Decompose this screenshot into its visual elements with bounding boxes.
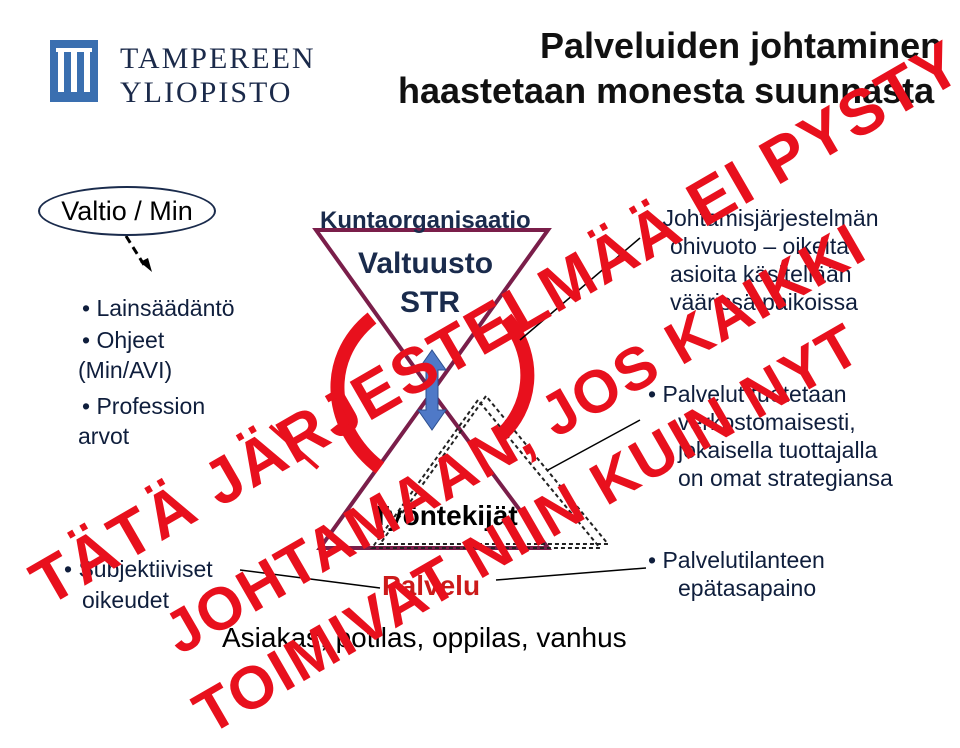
connector-line-4 xyxy=(239,569,381,589)
logo-text-line1: TAMPEREEN xyxy=(120,42,316,75)
university-logo-icon xyxy=(50,40,98,102)
dotted-triangle-1 xyxy=(370,398,603,549)
board-label: STR xyxy=(400,286,460,319)
blue-double-arrow xyxy=(417,349,447,431)
red-curved-arrow-right xyxy=(495,313,535,442)
red-curved-arrow-left xyxy=(330,312,385,474)
dotted-triangle-2 xyxy=(378,394,611,545)
left-bullet-2: • Ohjeet xyxy=(82,327,165,353)
right-bullet-2: • Palvelut tuotetaan verkostomaisesti, j… xyxy=(648,381,893,491)
slide-title-line1: Palveluiden johtaminen xyxy=(540,25,943,66)
left-bullet-bottom: • Subjektiiviset xyxy=(64,556,213,582)
connector-line-1 xyxy=(519,237,641,341)
red-pointer-line xyxy=(268,424,320,470)
workers-label: Työntekijät xyxy=(372,500,518,531)
left-bullet-1: • Lainsäädäntö xyxy=(82,295,235,321)
council-label: Valtuusto xyxy=(358,247,494,280)
left-bullet-3-cont: arvot xyxy=(78,423,130,449)
connector-line-3 xyxy=(495,567,647,581)
top-triangle xyxy=(312,228,552,396)
right-bullet-1: • Johtamisjärjestelmän ohivuoto – oikeit… xyxy=(648,205,879,315)
valtio-label: Valtio / Min xyxy=(61,195,193,226)
right-bullet-3: • Palvelutilanteen epätasapaino xyxy=(648,547,825,601)
org-label: Kuntaorganisaatio xyxy=(320,207,531,234)
service-label: Palvelu xyxy=(382,570,481,601)
left-bullet-2-cont: (Min/AVI) xyxy=(78,357,173,383)
slide-title-line2: haastetaan monesta suunnasta xyxy=(398,70,935,111)
logo-text-line2: YLIOPISTO xyxy=(120,76,293,109)
left-bullet-3: • Profession xyxy=(82,393,206,419)
diagram-graphics xyxy=(124,228,647,589)
valtio-oval: Valtio / Min xyxy=(38,186,216,236)
connector-line-2 xyxy=(547,419,641,471)
customers-label: Asiakas, potilas, oppilas, vanhus xyxy=(222,622,627,653)
left-bullet-bottom-cont: oikeudet xyxy=(82,587,169,613)
